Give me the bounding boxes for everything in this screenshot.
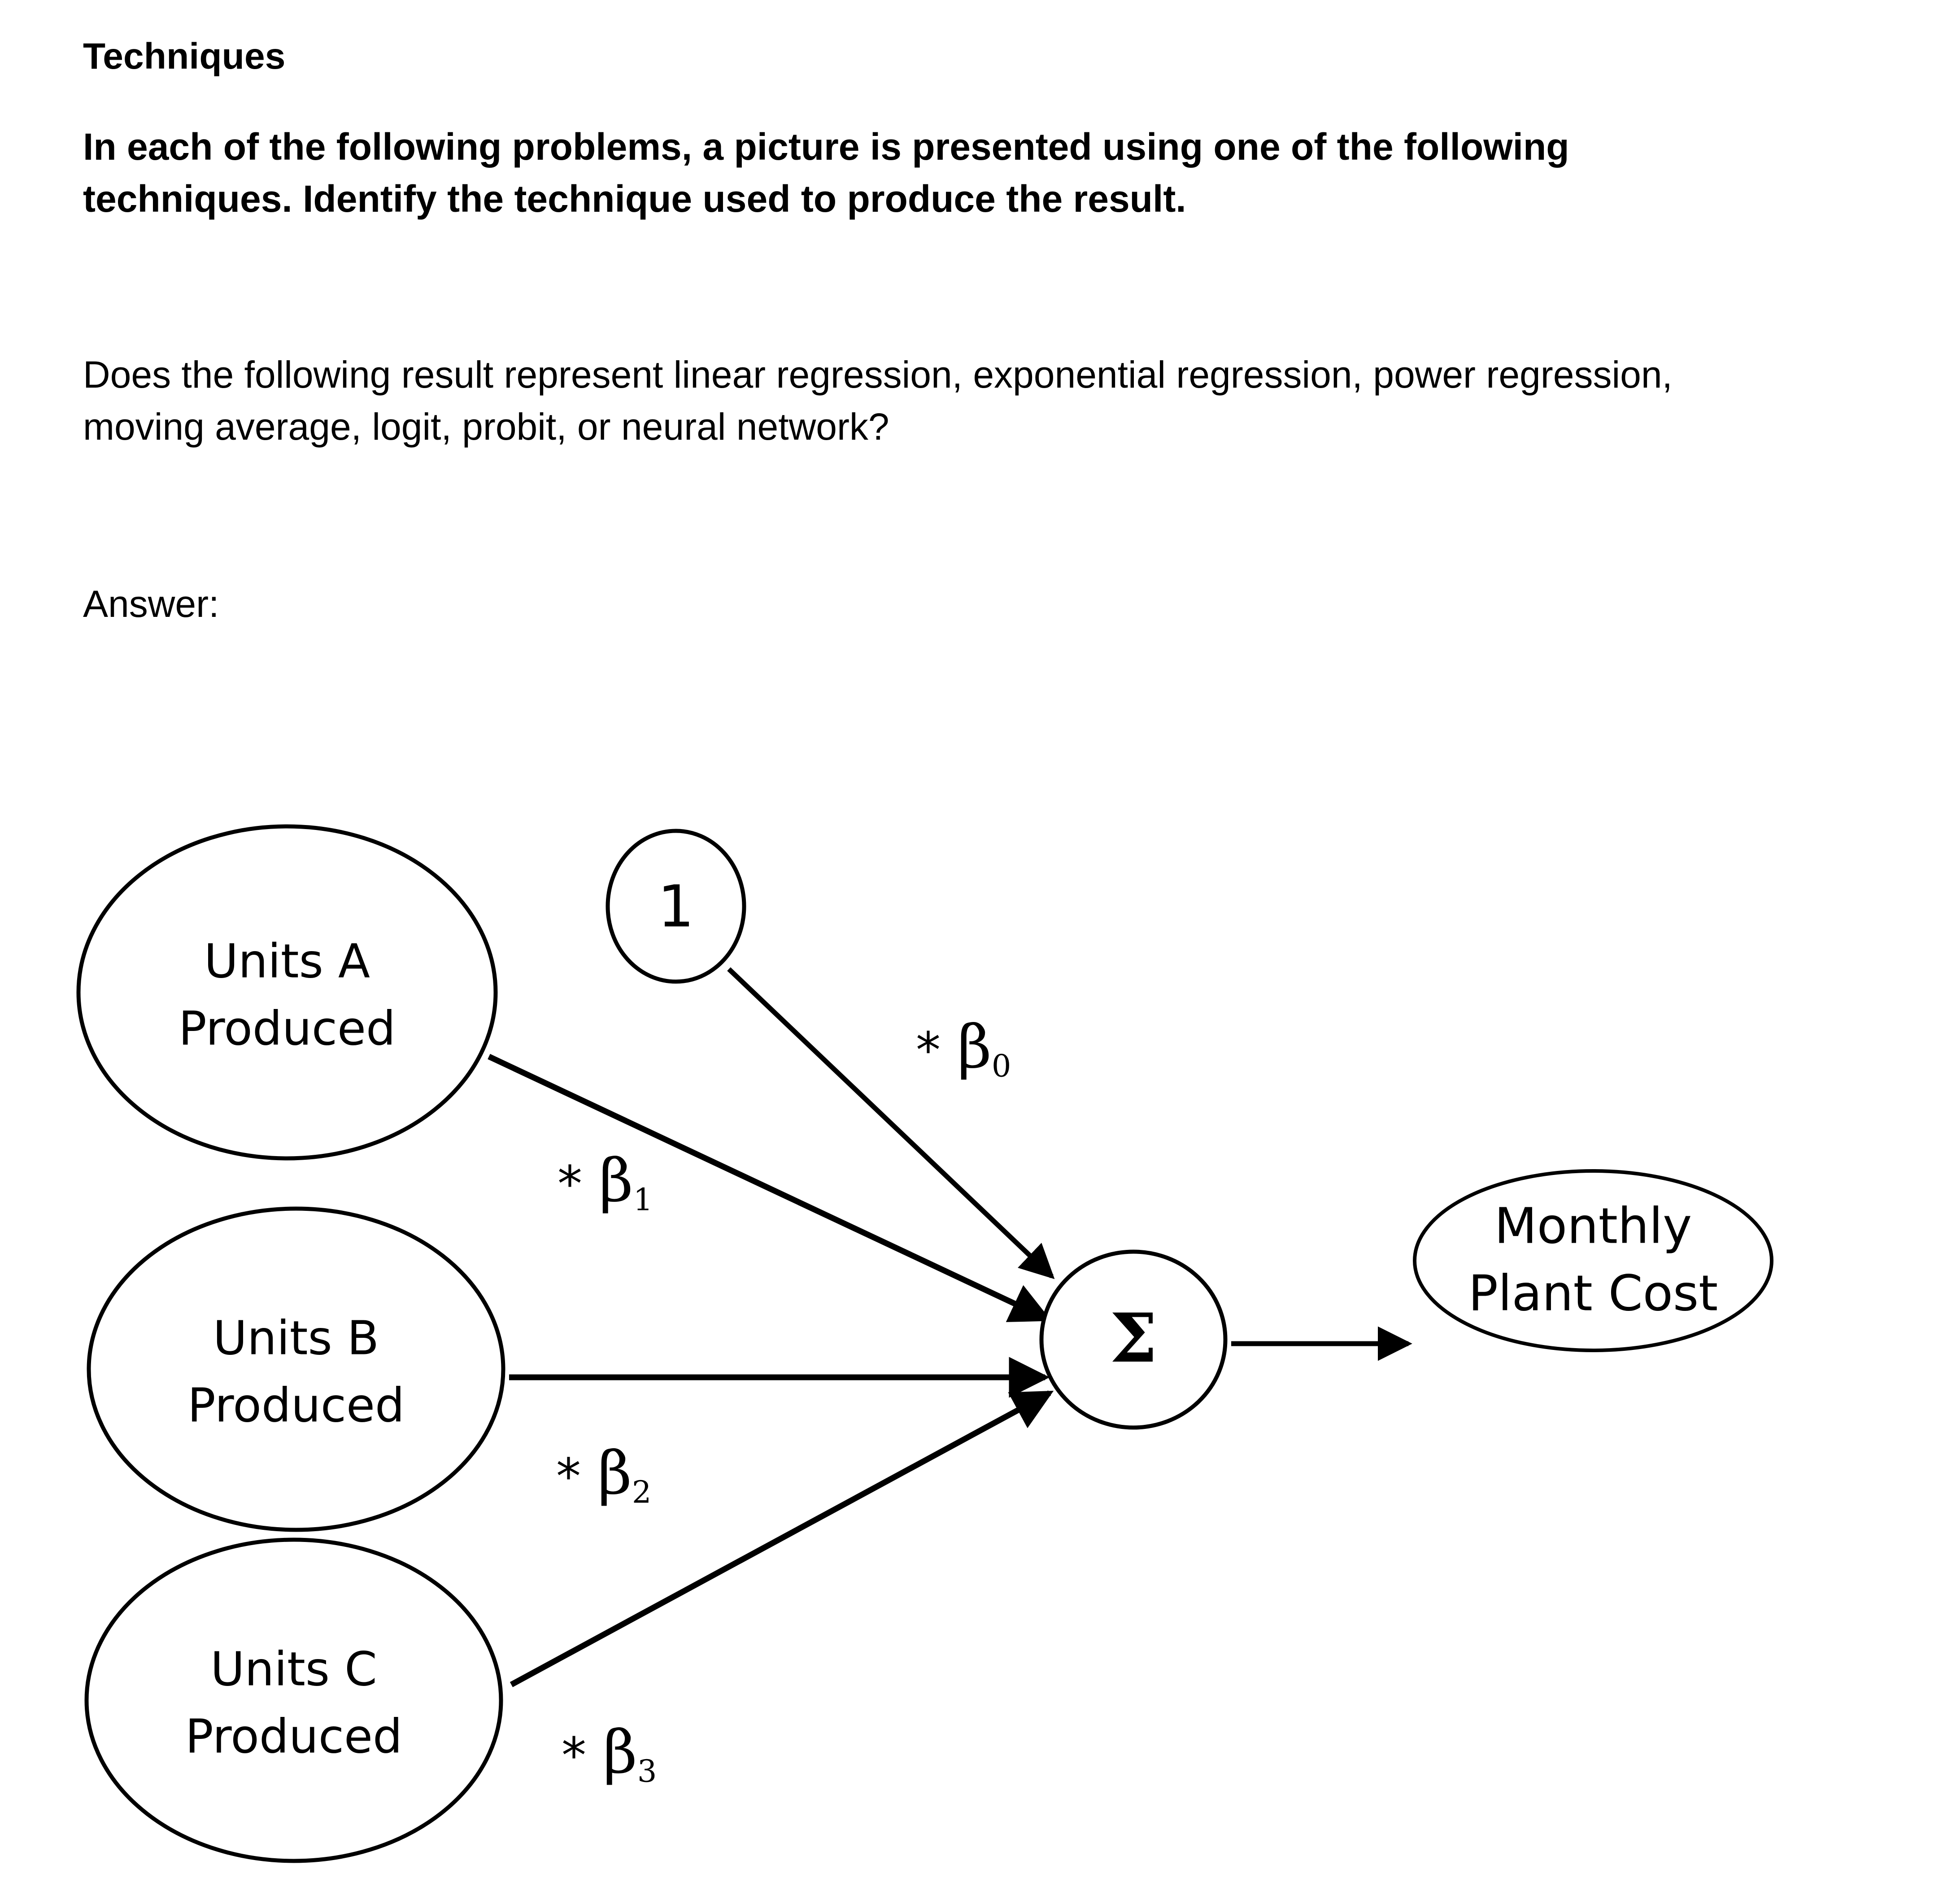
edge-units-a-to-sum bbox=[488, 1054, 1052, 1322]
page-title: Techniques bbox=[83, 36, 286, 77]
multiply-icon: * bbox=[916, 1022, 941, 1079]
node-units-b-label-line1: Units B bbox=[213, 1310, 379, 1365]
beta-symbol-0: β bbox=[957, 1013, 992, 1082]
node-summation[interactable]: Σ bbox=[1039, 1249, 1228, 1430]
node-units-c-label-line1: Units C bbox=[210, 1642, 377, 1696]
beta-subscript-1: 1 bbox=[633, 1182, 653, 1218]
node-output-label-line2: Plant Cost bbox=[1468, 1264, 1718, 1322]
node-units-a-label-line2: Produced bbox=[179, 1001, 396, 1056]
beta-subscript-2: 2 bbox=[632, 1474, 652, 1511]
node-units-c-label-line2: Produced bbox=[185, 1709, 402, 1764]
node-units-b-label-line2: Produced bbox=[187, 1378, 405, 1432]
instructions-paragraph: In each of the following problems, a pic… bbox=[83, 126, 1569, 220]
edge-weight-beta3: * β3 bbox=[562, 1723, 657, 1787]
node-output-label-line1: Monthly bbox=[1494, 1197, 1692, 1254]
node-units-a[interactable]: Units A Produced bbox=[76, 824, 498, 1161]
node-units-b[interactable]: Units B Produced bbox=[87, 1206, 505, 1532]
beta-subscript-0: 0 bbox=[991, 1048, 1011, 1084]
question-paragraph: Does the following result represent line… bbox=[83, 354, 1673, 448]
edge-weight-beta0: * β0 bbox=[916, 1018, 1011, 1082]
beta-symbol-1: β bbox=[599, 1146, 633, 1215]
node-output[interactable]: Monthly Plant Cost bbox=[1413, 1169, 1773, 1352]
beta-symbol-3: β bbox=[603, 1718, 637, 1787]
node-summation-label: Σ bbox=[1110, 1299, 1157, 1378]
node-units-a-label-line1: Units A bbox=[204, 934, 370, 988]
multiply-icon: * bbox=[558, 1155, 582, 1213]
edge-weight-beta2: * β2 bbox=[556, 1444, 651, 1508]
edge-group bbox=[488, 967, 1412, 1687]
beta-subscript-3: 3 bbox=[637, 1753, 657, 1790]
beta-symbol-2: β bbox=[597, 1439, 632, 1508]
node-bias[interactable]: 1 bbox=[606, 829, 746, 984]
edge-units-c-to-sum bbox=[510, 1390, 1054, 1687]
edge-weight-beta1: * β1 bbox=[558, 1151, 653, 1215]
answer-label: Answer: bbox=[83, 583, 219, 625]
edge-bias-to-sum bbox=[727, 967, 1055, 1280]
node-units-c[interactable]: Units C Produced bbox=[84, 1537, 503, 1863]
multiply-icon: * bbox=[556, 1448, 581, 1505]
multiply-icon: * bbox=[562, 1727, 586, 1784]
node-bias-label: 1 bbox=[658, 873, 694, 940]
